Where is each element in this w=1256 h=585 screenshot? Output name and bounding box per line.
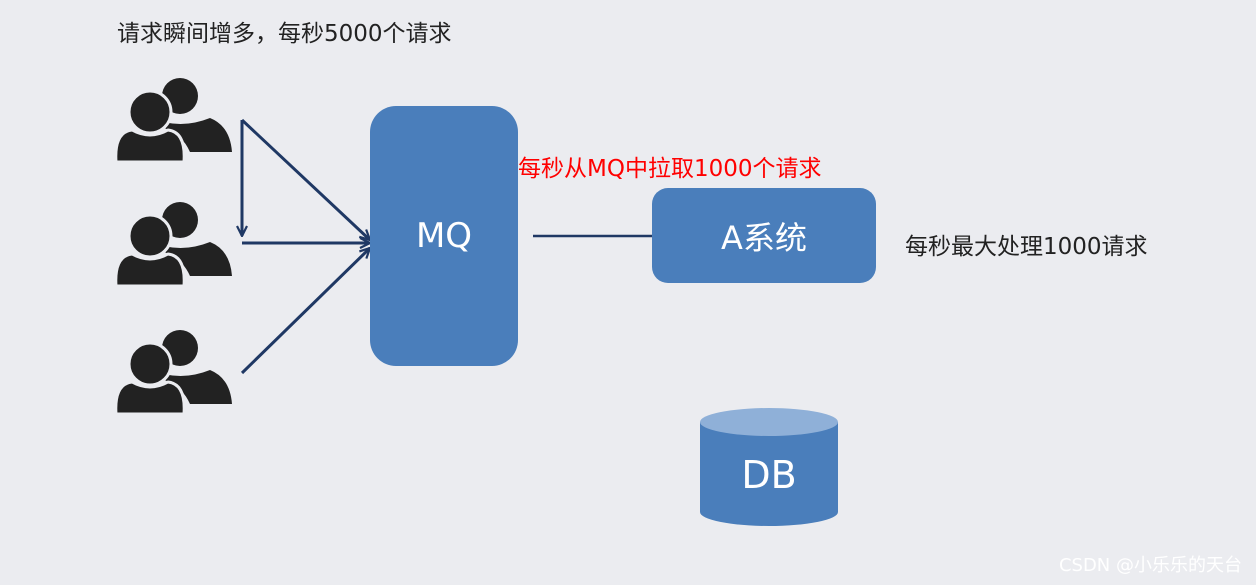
request-arrow [240, 118, 370, 240]
pull-rate-caption: 每秒从MQ中拉取1000个请求 [518, 156, 822, 182]
database-icon [700, 408, 838, 526]
request-arrow [240, 248, 370, 375]
capacity-caption: 每秒最大处理1000请求 [905, 234, 1148, 260]
users-icon [114, 328, 234, 416]
system-a-node: A系统 [652, 188, 876, 283]
watermark: CSDN @小乐乐的天台 [1058, 555, 1242, 576]
mq-label: MQ [415, 216, 473, 256]
burst-caption: 请求瞬间增多，每秒5000个请求 [117, 21, 452, 47]
db-label: DB [741, 453, 797, 497]
system-a-label: A系统 [721, 218, 807, 257]
users-icon [114, 76, 234, 164]
mq-node: MQ [370, 106, 518, 366]
users-icon [114, 200, 234, 288]
